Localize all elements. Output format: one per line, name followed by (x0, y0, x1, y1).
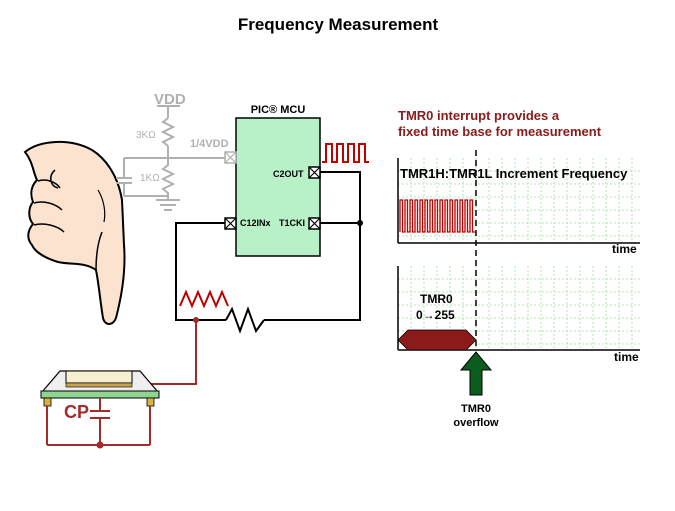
mcu-chip (235, 117, 321, 257)
pin-c12inx-label: C12INx (240, 218, 271, 228)
parasitic-capacitance (46, 398, 151, 449)
page-title: Frequency Measurement (238, 15, 439, 34)
square-wave-signal (322, 143, 369, 163)
pulse-waveform (399, 199, 475, 233)
circuit-wires (175, 171, 363, 334)
pin-vref (224, 151, 237, 164)
capacitive-sensor-pad (40, 370, 160, 407)
top-timing-grid (398, 158, 640, 243)
overflow-label-line1: TMR0 (461, 403, 491, 415)
tmr0-range-label: 0→255 (416, 308, 455, 322)
quarter-vdd-label: 1/4VDD (190, 138, 229, 150)
tmr0-count-bar (397, 329, 477, 351)
resistor-3k-label: 3KΩ (136, 130, 156, 141)
pin-t1cki-label: T1CKI (279, 218, 305, 228)
overflow-arrow-icon (459, 351, 493, 396)
triangle-wave-signal (179, 289, 229, 309)
resistor-1k-label: 1KΩ (140, 173, 160, 184)
timebase-note-line1: TMR0 interrupt provides a (398, 108, 560, 123)
vdd-label: VDD (154, 91, 186, 108)
increment-frequency-title: TMR1H:TMR1L Increment Frequency (400, 166, 628, 181)
time-label-bottom: time (614, 350, 639, 364)
sensor-trace (148, 320, 197, 385)
tmr0-label: TMR0 (420, 292, 453, 306)
pin-c12inx (224, 217, 237, 230)
cp-label: CP (64, 402, 89, 422)
top-timing-axes (397, 158, 640, 244)
timebase-note-line2: fixed time base for measurement (398, 124, 602, 139)
mcu-label: PIC® MCU (251, 104, 306, 116)
time-label-top: time (612, 242, 637, 256)
pin-c2out (308, 166, 321, 179)
voltage-divider (116, 105, 226, 211)
overflow-label-line2: overflow (453, 417, 499, 429)
pin-t1cki (308, 217, 321, 230)
finger-hand-illustration (23, 140, 126, 325)
tmr1-pulse-train (399, 199, 475, 233)
pin-c2out-label: C2OUT (273, 169, 304, 179)
